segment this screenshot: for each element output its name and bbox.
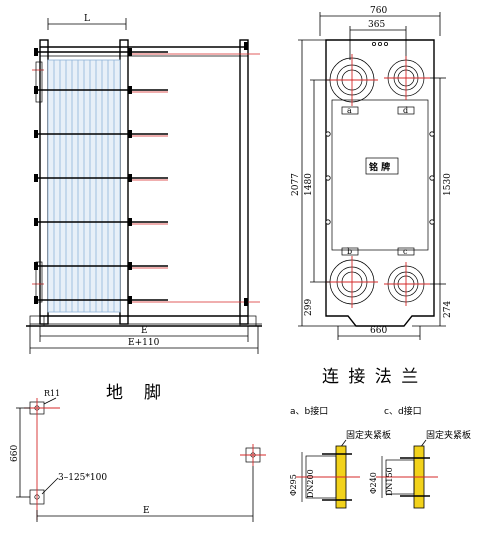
foot-left: [29, 315, 45, 327]
side-view: L: [26, 14, 262, 354]
dim-365-label: 365: [368, 20, 385, 30]
port-lower-right: [384, 262, 430, 306]
dim-2077-label: 2077: [291, 173, 301, 196]
flange-title: 连 接 法 兰: [322, 367, 420, 387]
port-label-b: b: [347, 247, 352, 256]
holes-leader: [41, 477, 59, 495]
dim-e-found-label: E: [143, 506, 150, 516]
r11-label: R11: [44, 389, 60, 398]
port-upper-left: [326, 54, 378, 106]
nozzle-lower: [35, 261, 43, 303]
dim-660-found-label: 660: [10, 445, 20, 462]
tie-bolts: [32, 51, 260, 303]
front-view: 760 365: [291, 6, 453, 340]
dim-1480-label: 1480: [304, 173, 314, 196]
dim-274-label: 274: [443, 301, 453, 318]
fixed-plate: [39, 39, 49, 325]
fix-plate-label-1: 固定夹紧板: [346, 429, 391, 441]
flange-view: 连 接 法 兰 a、b接口 c、d接口 固定夹紧板 固定夹紧板 Φ295 DN2…: [289, 367, 471, 509]
dim-e-label: E: [141, 326, 148, 336]
dim-660-label: 660: [370, 326, 387, 336]
port-tag-b: [341, 247, 359, 256]
fix-plate-label-2: 固定夹紧板: [426, 429, 471, 441]
port-label-c: c: [403, 247, 408, 256]
dia-240-label: Φ240: [369, 472, 378, 494]
pressure-plate: [119, 39, 129, 325]
cd-port-label: c、d接口: [384, 405, 422, 417]
port-label-d: d: [403, 106, 408, 115]
port-tag-d: [397, 106, 415, 115]
nameplate-label: 铭 牌: [369, 161, 390, 173]
r11-leader: [43, 397, 57, 405]
dn-200-label: DN200: [306, 469, 315, 498]
port-tag-a: [341, 106, 359, 115]
plate-lines: [53, 60, 115, 312]
port-upper-right: [384, 56, 430, 100]
dim-e110-label: E+110: [128, 338, 160, 348]
nameplate: [365, 157, 399, 175]
dim-l-label: L: [84, 14, 90, 24]
dim-760-label: 760: [370, 6, 387, 16]
dim-299-label: 299: [304, 299, 314, 316]
frame-plate-outline: [325, 39, 435, 327]
edge-bolt-holes: [325, 42, 435, 225]
dia-295-label: Φ295: [289, 474, 298, 496]
inner-panel: [331, 99, 429, 251]
port-label-a: a: [347, 106, 352, 115]
dn-150-label: DN150: [385, 467, 394, 496]
foundation-title: 地 脚: [106, 383, 163, 403]
support-column: [239, 39, 249, 325]
ab-port-label: a、b接口: [290, 405, 328, 417]
dim-1530-label: 1530: [443, 173, 453, 196]
port-lower-left: [326, 256, 378, 308]
nozzle-upper: [35, 61, 43, 103]
port-tag-c: [397, 247, 415, 256]
foundation-view: 地 脚 R11 660 3–125*100 E: [10, 383, 266, 522]
holes-label: 3–125*100: [58, 473, 107, 483]
